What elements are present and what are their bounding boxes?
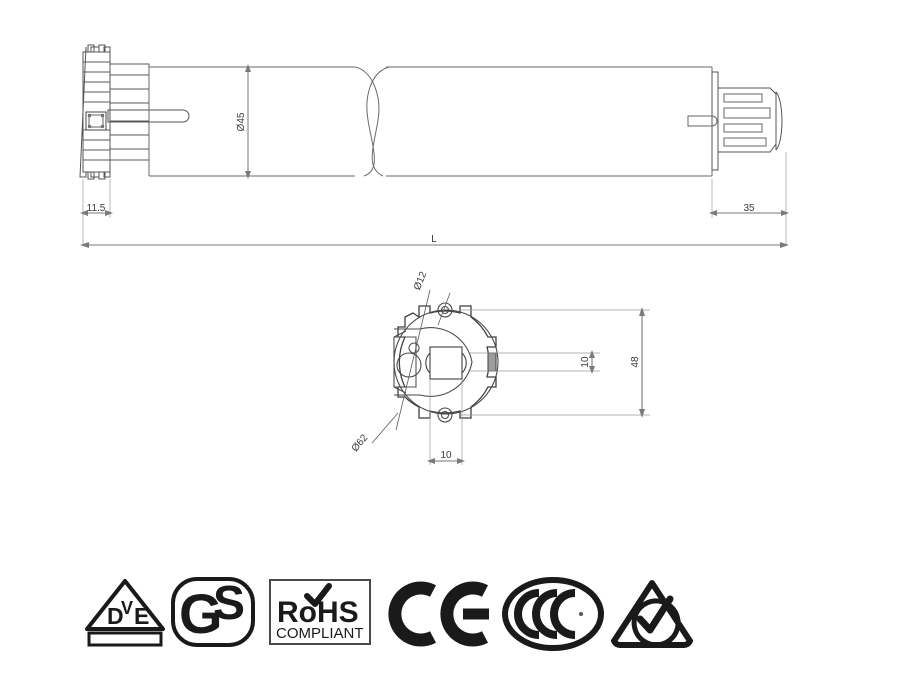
- dim-label-overall-length: L: [431, 234, 437, 245]
- dim-section-slot-height: [589, 350, 595, 374]
- vde-letter-v: V: [121, 598, 133, 618]
- dim-label-slot-width: 10: [440, 450, 452, 461]
- bracket-flat-cut: [393, 330, 407, 394]
- dim-label-shaft-bore: Ø12: [412, 270, 429, 292]
- section-extension-lines: [429, 309, 650, 465]
- dim-label-bracket-diameter: Ø62: [350, 432, 371, 454]
- motor-tube-left: [148, 66, 355, 177]
- dim-label-tube-diameter: Ø45: [236, 112, 247, 131]
- ccc-mark: [502, 577, 604, 651]
- bracket-bolt-holes: [437, 302, 453, 423]
- dim-tube-diameter: [245, 64, 251, 179]
- certification-logo-row: D V E G S RoHS COMPLIANT: [85, 577, 693, 651]
- gs-letter-s: S: [213, 577, 245, 630]
- dim-label-slot-height: 10: [580, 356, 591, 368]
- leader-bracket-diameter: [371, 412, 399, 444]
- side-elevation-view: Ø45 11.5 35 L: [79, 44, 789, 248]
- dim-head-length: [80, 210, 113, 216]
- vde-letter-e: E: [134, 603, 149, 629]
- bracket-inner-plate: [394, 327, 473, 397]
- ce-mark: [388, 581, 489, 647]
- rcm-mark: [611, 580, 693, 648]
- bracket-small-hole: [408, 342, 420, 354]
- bracket-right-tab: [487, 352, 497, 372]
- rohs-line2: COMPLIANT: [276, 625, 364, 642]
- dim-drive-length: [709, 210, 789, 216]
- vde-mark: D V E: [85, 579, 165, 647]
- dim-label-overall-height: 48: [630, 356, 641, 368]
- vde-letter-d: D: [107, 603, 124, 629]
- bracket-inner-circle: [393, 309, 499, 415]
- rohs-mark: RoHS COMPLIANT: [269, 579, 371, 645]
- bracket-center-bore: [425, 346, 467, 380]
- bracket-cross-section-view: Ø12 Ø62 10 48 10: [350, 270, 650, 465]
- bracket-round-hole: [396, 352, 422, 378]
- dim-overall-length: [80, 242, 789, 248]
- dim-label-drive-length: 35: [743, 203, 755, 214]
- right-drive-adapter: [687, 71, 783, 171]
- left-mounting-head: [79, 44, 111, 180]
- rohs-line1: RoHS: [277, 596, 359, 629]
- gs-mark: G S: [171, 577, 255, 647]
- dim-section-slot-width: [427, 458, 465, 464]
- break-symbol: [354, 66, 390, 177]
- ce-letter-e-arc: [440, 581, 489, 647]
- ce-letter-c: [388, 581, 437, 647]
- bracket-outer-profile: [397, 305, 497, 419]
- motor-tube-right: [386, 66, 713, 177]
- dim-label-head-length: 11.5: [87, 203, 106, 214]
- leader-shaft-bore: [395, 289, 451, 431]
- dim-section-overall-height: [639, 307, 645, 418]
- rcm-check-icon: [636, 595, 674, 634]
- dim-extension-lines: [82, 152, 787, 245]
